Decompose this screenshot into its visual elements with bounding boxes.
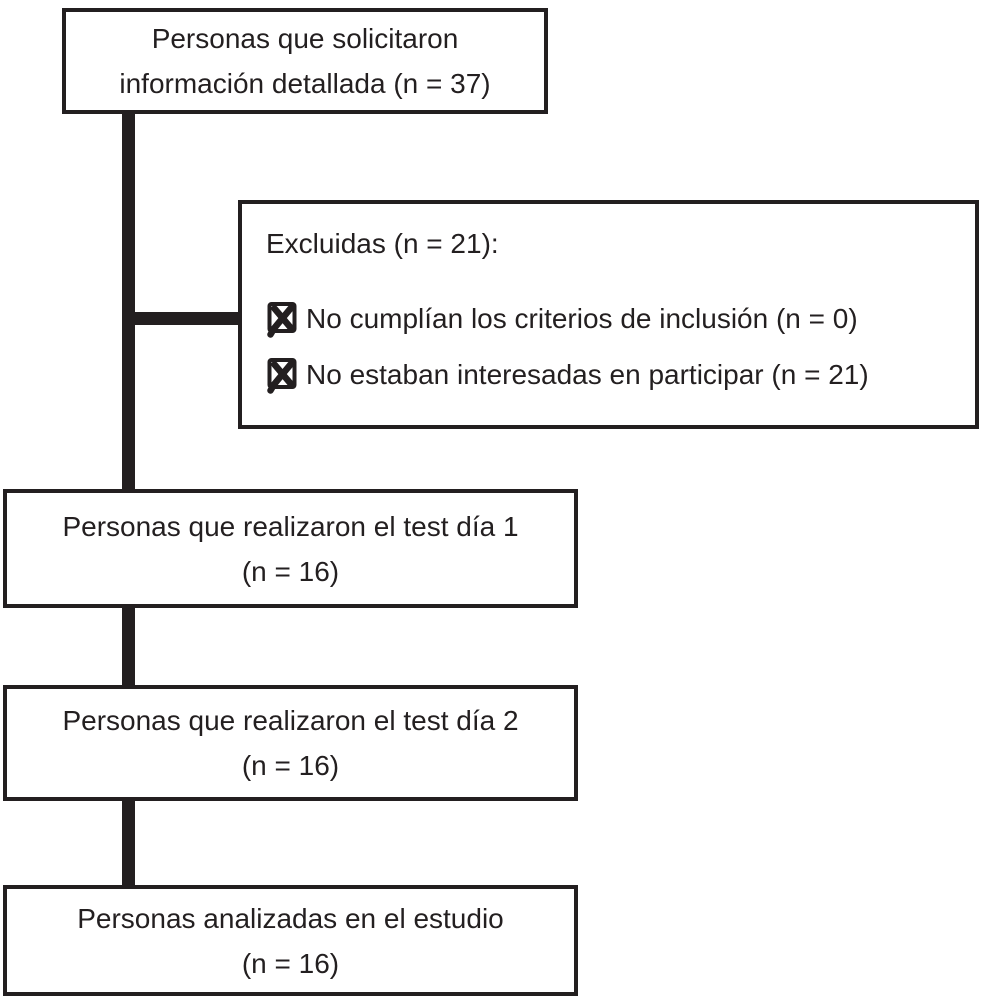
connector-top-to-day1 bbox=[122, 110, 135, 492]
connector-branch-to-excluded bbox=[128, 312, 242, 325]
connector-day1-to-day2 bbox=[122, 606, 135, 688]
box-solicitaron-informacion: Personas que solicitaron información det… bbox=[62, 8, 548, 114]
excluded-item: No estaban interesadas en participar (n … bbox=[266, 356, 965, 394]
excluded-item-label: No cumplían los criterios de inclusión (… bbox=[306, 303, 858, 334]
connector-day2-to-final bbox=[122, 798, 135, 888]
excluded-title: Excluidas (n = 21): bbox=[266, 228, 499, 259]
box-text-line: Personas que realizaron el test día 2 bbox=[62, 705, 519, 736]
excluded-item-label: No estaban interesadas en participar (n … bbox=[306, 359, 869, 390]
box-text-line: (n = 16) bbox=[241, 555, 340, 587]
box-text-line: información detallada (n = 37) bbox=[119, 68, 491, 99]
ballot-x-icon bbox=[266, 300, 298, 338]
ballot-x-icon bbox=[266, 356, 298, 394]
box-text-line: Personas que realizaron el test día 1 bbox=[62, 510, 519, 542]
excluded-item: No cumplían los criterios de inclusión (… bbox=[266, 300, 965, 338]
box-text-line: Personas que solicitaron bbox=[151, 23, 459, 54]
box-analizadas-estudio: Personas analizadas en el estudio (n = 1… bbox=[3, 885, 578, 996]
box-text-line: (n = 16) bbox=[241, 750, 340, 781]
box-excluidas: Excluidas (n = 21): No cumplían los crit… bbox=[238, 200, 979, 429]
box-text-line: Personas analizadas en el estudio bbox=[77, 902, 504, 934]
box-test-dia-1: Personas que realizaron el test día 1 (n… bbox=[3, 489, 578, 608]
box-text-line: (n = 16) bbox=[241, 947, 340, 979]
box-test-dia-2: Personas que realizaron el test día 2 (n… bbox=[3, 685, 578, 801]
